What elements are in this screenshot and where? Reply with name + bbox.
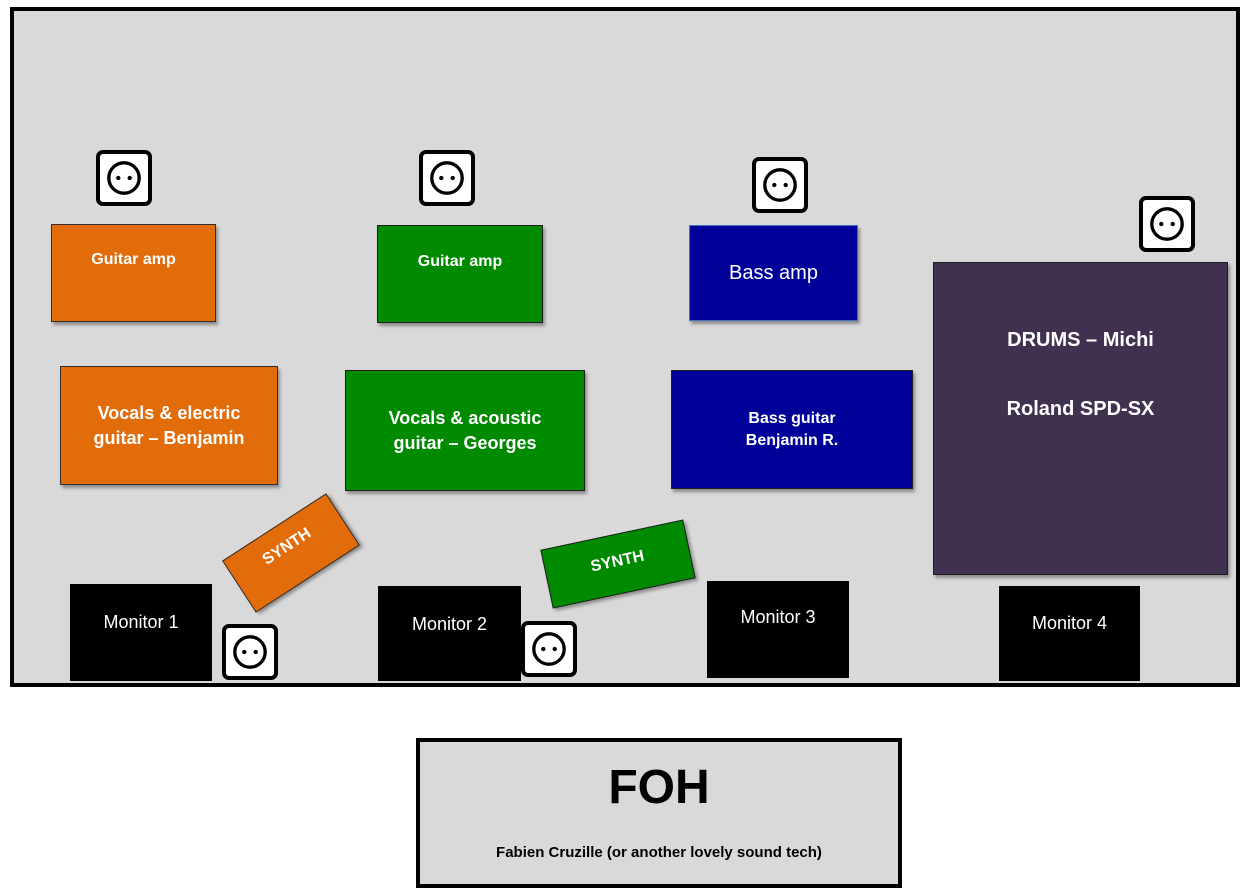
power-outlet-icon <box>419 150 475 206</box>
drums-pad-label: Roland SPD-SX <box>1006 398 1155 420</box>
monitor-3: Monitor 3 <box>707 581 849 678</box>
bass-amp: Bass amp <box>689 225 858 321</box>
synth-left-label: SYNTH <box>259 524 315 569</box>
power-outlet-icon <box>222 624 278 680</box>
drums-riser: DRUMS – Michi Roland SPD-SX <box>933 262 1228 575</box>
foh-title: FOH <box>608 761 710 814</box>
bass-guitar-label: Bass guitar Benjamin R. <box>745 409 839 449</box>
foh-sound-tech: Fabien Cruzille (or another lovely sound… <box>496 844 822 861</box>
monitor-2: Monitor 2 <box>378 586 521 681</box>
guitar-amp-left-label: Guitar amp <box>91 251 176 268</box>
monitor-3-label: Monitor 3 <box>740 607 816 627</box>
drums-label: DRUMS – Michi <box>1007 329 1154 351</box>
power-outlet-icon <box>521 621 577 677</box>
benjamin-label: Vocals & electric guitar – Benjamin <box>93 403 245 448</box>
benjamin-vocals-electric-guitar: Vocals & electric guitar – Benjamin <box>60 366 278 485</box>
monitor-4: Monitor 4 <box>999 586 1140 681</box>
georges-label: Vocals & acoustic guitar – Georges <box>388 408 542 453</box>
foh-position: FOH Fabien Cruzille (or another lovely s… <box>416 738 902 888</box>
power-outlet-icon <box>1139 196 1195 252</box>
monitor-1: Monitor 1 <box>70 584 212 681</box>
monitor-2-label: Monitor 2 <box>411 614 488 634</box>
synth-right-label: SYNTH <box>589 547 646 576</box>
monitor-1-label: Monitor 1 <box>103 612 179 632</box>
monitor-4-label: Monitor 4 <box>1031 613 1108 633</box>
guitar-amp-center-label: Guitar amp <box>417 253 503 270</box>
guitar-amp-left: Guitar amp <box>51 224 216 322</box>
bass-guitar-position: Bass guitar Benjamin R. <box>671 370 913 489</box>
bass-amp-label: Bass amp <box>729 261 818 284</box>
power-outlet-icon <box>752 157 808 213</box>
guitar-amp-center: Guitar amp <box>377 225 543 323</box>
power-outlet-icon <box>96 150 152 206</box>
georges-vocals-acoustic-guitar: Vocals & acoustic guitar – Georges <box>345 370 585 491</box>
